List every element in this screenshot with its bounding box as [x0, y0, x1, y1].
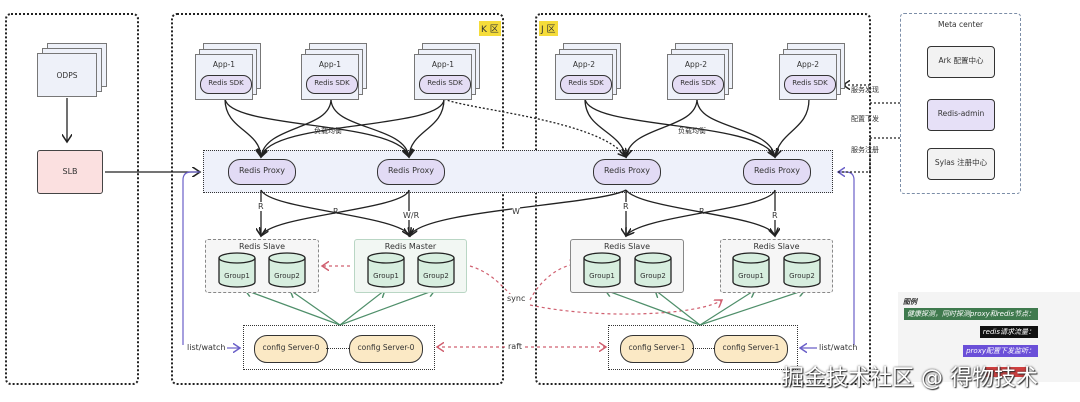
config-server-j-1: config Server-1	[620, 335, 694, 363]
redis-group-k-master: Redis Master	[354, 239, 467, 293]
config-dispatch-label: 配置下发	[851, 115, 879, 123]
edge-label-sync: sync	[507, 294, 526, 303]
legend-request-traffic: redis请求流量：	[979, 326, 1038, 338]
proxy-band	[203, 150, 833, 193]
k-zone-region	[171, 13, 504, 385]
legend-sync-swatch	[985, 367, 1027, 377]
config-link-k	[326, 348, 349, 349]
edge-label-r: R	[333, 207, 339, 216]
redis-proxy-4: Redis Proxy	[743, 159, 811, 185]
k-app3-to-j-proxy-edge	[443, 98, 626, 157]
k-zone-label: K 区	[479, 21, 501, 36]
cylinder-label: Group1	[738, 272, 764, 280]
load-balance-label-k: 负载均衡	[314, 127, 342, 135]
legend-config-watch: proxy配置下发监听：	[963, 345, 1038, 357]
config-server-k-1: config Server-0	[254, 335, 328, 363]
cylinder-label: Group2	[423, 272, 449, 280]
health-check-edges	[245, 290, 805, 326]
cylinder-label: Group2	[274, 272, 300, 280]
edge-label-list-watch-right: list/watch	[819, 343, 858, 352]
redis-group-j-slave-2: Redis Slave	[720, 239, 833, 293]
odps-node: ODPS	[37, 53, 97, 97]
redis-group-k-slave: Redis Slave	[205, 239, 319, 293]
odps-stack: ODPS	[37, 43, 107, 99]
sylas-registry: Sylas 注册中心	[927, 148, 995, 180]
j-zone-region	[535, 13, 871, 385]
edge-label-r: R	[699, 207, 705, 216]
edge-label-raft: raft	[508, 342, 523, 351]
cylinder-label: Group1	[589, 272, 615, 280]
j-zone-label: J 区	[539, 21, 558, 36]
config-cluster-k	[243, 325, 435, 370]
cylinder-label: Group2	[640, 272, 666, 280]
list-watch-edge-left	[182, 171, 200, 345]
edge-label-r: R	[772, 211, 778, 220]
meta-center-title: Meta center	[938, 20, 984, 29]
edge-label-w: W	[512, 207, 520, 216]
edge-label-list-watch-left: list/watch	[187, 343, 226, 352]
ark-config-center: Ark 配置中心	[927, 46, 995, 78]
legend-title: 图例	[903, 298, 917, 306]
edge-label-wr: W/R	[403, 211, 420, 220]
cylinder-label: Group2	[789, 272, 815, 280]
redis-sdk: Redis SDK	[784, 75, 836, 94]
external-region	[5, 13, 139, 385]
redis-sdk: Redis SDK	[672, 75, 724, 94]
load-balance-label-j: 负载均衡	[678, 127, 706, 135]
edge-label-r: R	[258, 202, 264, 211]
list-watch-edge-right	[838, 172, 855, 345]
redis-sdk: Redis SDK	[560, 75, 612, 94]
legend-health-check: 健康探测，同时探测proxy和redis节点：	[903, 308, 1038, 320]
service-register-label: 服务注册	[851, 146, 879, 154]
redis-sdk: Redis SDK	[419, 75, 471, 94]
config-link-j	[692, 348, 714, 349]
service-discovery-label: 服务发现	[851, 86, 879, 94]
config-server-k-2: config Server-0	[349, 335, 423, 363]
config-server-j-2: config Server-1	[714, 335, 788, 363]
meta-center-links	[838, 85, 900, 173]
k-load-balance-edges	[224, 98, 445, 157]
redis-proxy-2: Redis Proxy	[377, 159, 445, 185]
redis-admin: Redis-admin	[927, 99, 995, 131]
edge-label-r: R	[623, 202, 629, 211]
j-load-balance-edges	[584, 98, 810, 157]
redis-group-j-slave-1: Redis Slave	[570, 239, 684, 293]
slb-node: SLB	[37, 150, 103, 194]
proxy-to-redis-edges	[261, 189, 775, 236]
redis-proxy-3: Redis Proxy	[593, 159, 661, 185]
redis-sdk: Redis SDK	[306, 75, 358, 94]
watermark: 掘金技术社区 @ 得物技术	[782, 366, 1038, 391]
cylinder-label: Group1	[373, 272, 399, 280]
meta-center-region	[900, 13, 1021, 194]
config-cluster-j	[608, 325, 798, 370]
redis-sdk: Redis SDK	[200, 75, 252, 94]
redis-proxy-1: Redis Proxy	[228, 159, 296, 185]
cylinder-label: Group1	[224, 272, 250, 280]
